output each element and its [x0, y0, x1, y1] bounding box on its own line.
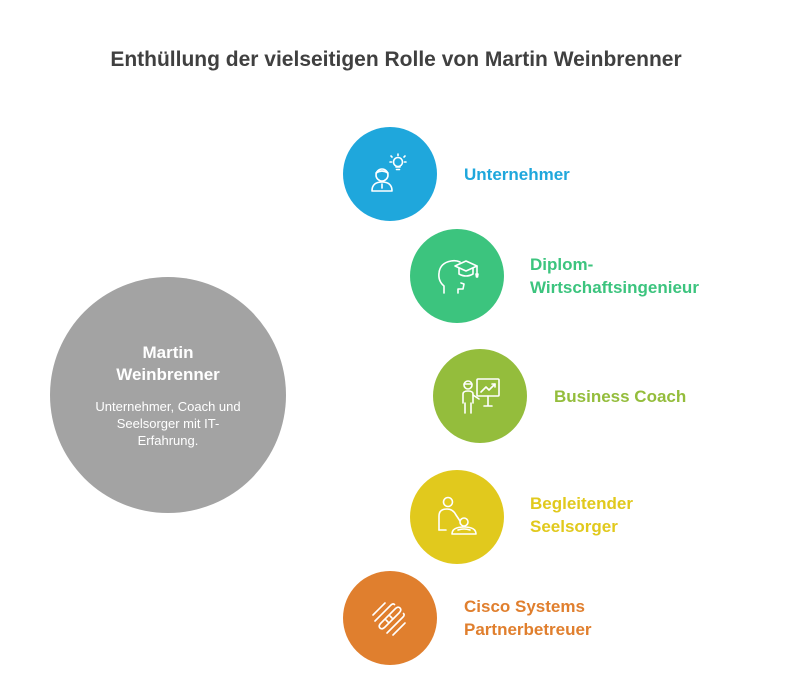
role-label-wirtschaftsingenieur: Diplom-Wirtschaftsingenieur [530, 255, 699, 297]
central-name: Martin Weinbrenner [116, 342, 220, 384]
role-node-business-coach [433, 349, 527, 443]
presenter-chart-icon [462, 378, 500, 414]
network-cables-icon [372, 602, 406, 636]
role-node-seelsorger [410, 470, 504, 564]
role-node-wirtschaftsingenieur [410, 229, 504, 323]
central-description: Unternehmer, Coach und Seelsorger mit IT… [95, 398, 241, 448]
role-label-cisco-partnerbetreuer: Cisco Systems Partnerbetreuer [464, 597, 592, 639]
central-node: Martin Weinbrenner Unternehmer, Coach un… [50, 277, 286, 513]
caregiver-icon [438, 496, 477, 535]
page-title: Enthüllung der vielseitigen Rolle von Ma… [110, 48, 682, 71]
role-label-seelsorger: Begleitender Seelsorger [530, 494, 633, 536]
person-lightbulb-icon [371, 153, 407, 192]
role-node-cisco-partnerbetreuer [343, 571, 437, 665]
role-node-unternehmer [343, 127, 437, 221]
role-label-unternehmer: Unternehmer [464, 165, 570, 184]
role-label-business-coach: Business Coach [554, 387, 687, 406]
head-graduation-cap-icon [438, 259, 479, 294]
